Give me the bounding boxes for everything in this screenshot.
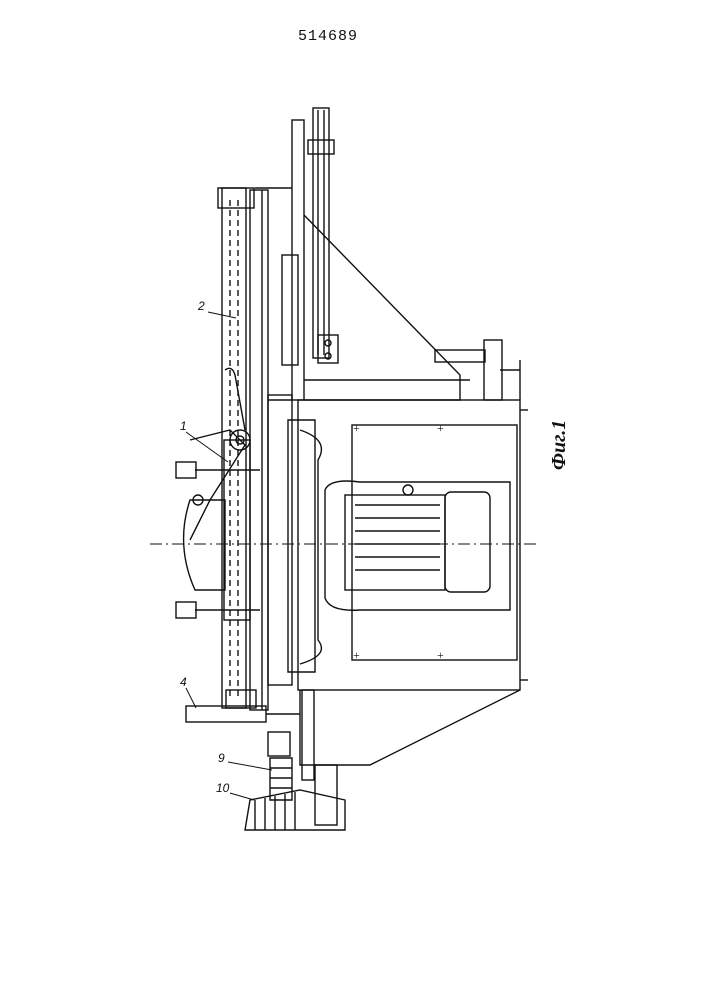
ref-label-1: 1 [180,419,187,433]
ref-label-9: 9 [218,751,225,765]
ref-label-4: 4 [180,675,187,689]
ref-label-2: 2 [197,299,205,313]
ref-label-10: 10 [216,781,230,795]
figure-caption: Фиг.1 [548,420,571,470]
